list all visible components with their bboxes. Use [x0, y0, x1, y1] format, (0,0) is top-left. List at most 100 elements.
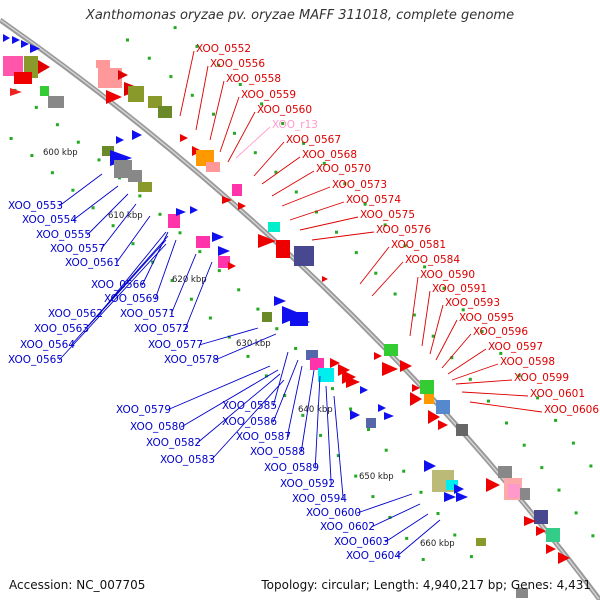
leader-line	[371, 503, 421, 528]
tick-mark	[371, 495, 375, 499]
gene-label: XOO_0567	[286, 134, 341, 146]
gene-label: XOO_0578	[164, 354, 219, 366]
gene-arrow	[132, 130, 142, 140]
tick-mark	[354, 474, 358, 478]
leader-line	[261, 156, 301, 185]
gene-label: XOO_r13	[272, 119, 318, 131]
tick-mark	[450, 356, 454, 360]
tick-mark	[190, 93, 194, 97]
gene-box	[476, 538, 486, 546]
gene-box	[546, 528, 560, 542]
gene-label: XOO_0560	[257, 104, 312, 116]
gene-label: XOO_0604	[346, 550, 401, 562]
gene-box	[534, 510, 548, 524]
tick-mark	[233, 131, 236, 135]
gene-arrow	[524, 516, 536, 526]
tick-mark	[170, 279, 174, 282]
gene-arrow	[118, 70, 128, 80]
tick-mark	[283, 394, 287, 397]
tick-mark	[589, 464, 593, 468]
tick-mark	[322, 161, 326, 165]
gene-label: XOO_0596	[473, 326, 528, 338]
gene-arrow	[116, 136, 124, 144]
gene-label: XOO_0576	[376, 224, 431, 236]
gene-arrow	[274, 296, 286, 306]
tick-mark	[442, 286, 446, 290]
tick-mark	[126, 38, 129, 42]
tick-mark	[178, 231, 182, 235]
tick-mark	[212, 112, 215, 116]
tick-mark	[384, 448, 388, 452]
leader-line	[272, 351, 289, 407]
gene-label: XOO_0557	[50, 243, 105, 255]
gene-arrow	[360, 386, 368, 394]
leader-line	[184, 261, 213, 330]
tick-mark	[469, 555, 473, 559]
gene-box	[138, 182, 152, 192]
gene-arrow	[3, 34, 10, 42]
gene-label: XOO_0593	[445, 297, 500, 309]
leader-line	[300, 369, 315, 453]
tick-mark	[431, 334, 435, 338]
leader-line	[451, 363, 499, 381]
tick-mark	[294, 190, 298, 194]
tick-mark	[405, 536, 409, 540]
tick-mark	[198, 250, 202, 254]
gene-label: XOO_0589	[264, 462, 319, 474]
tick-mark	[571, 441, 575, 445]
gene-box	[366, 418, 376, 428]
leader-line	[333, 395, 344, 500]
kbp-label: 620 kbp	[172, 275, 207, 285]
gene-arrow	[12, 36, 20, 44]
leader-line	[281, 186, 331, 207]
gene-label: XOO_0577	[148, 339, 203, 351]
leader-line	[167, 365, 271, 411]
gene-arrow	[228, 262, 236, 270]
tick-mark	[453, 533, 457, 537]
kbp-label: 600 kbp	[43, 148, 78, 158]
gene-label: XOO_0561	[65, 257, 120, 269]
kbp-label: 610 kbp	[108, 211, 143, 221]
gene-box	[48, 96, 64, 108]
tick-mark	[487, 399, 490, 403]
leader-line	[455, 379, 513, 385]
gene-box	[520, 488, 530, 500]
gene-box	[148, 96, 162, 108]
gene-box	[306, 350, 318, 360]
leader-line	[272, 359, 299, 423]
tick-mark	[591, 534, 595, 538]
gene-arrow	[558, 552, 570, 564]
leader-line	[371, 261, 404, 297]
leader-line	[359, 246, 390, 285]
gene-label: XOO_0558	[226, 73, 281, 85]
gene-label: XOO_0601	[530, 388, 585, 400]
tick-mark	[147, 56, 151, 60]
gene-arrow	[486, 478, 500, 492]
gene-arrow	[330, 358, 340, 368]
gene-box	[114, 160, 132, 178]
gene-label: XOO_0584	[405, 254, 460, 266]
tick-mark	[91, 206, 95, 210]
gene-label: XOO_0602	[320, 521, 375, 533]
tick-mark	[335, 230, 338, 234]
gene-arrow	[238, 202, 246, 210]
gene-arrow	[384, 412, 394, 420]
leader-line	[219, 96, 240, 153]
tick-mark	[195, 44, 199, 48]
gene-arrow	[180, 134, 188, 142]
tick-mark	[131, 242, 135, 246]
tick-mark	[468, 377, 472, 381]
gene-label: XOO_0598	[500, 356, 555, 368]
tick-mark	[419, 490, 423, 494]
tick-mark	[499, 351, 503, 355]
gene-arrow	[176, 208, 186, 216]
gene-label: XOO_0594	[292, 493, 347, 505]
tick-mark	[208, 316, 212, 320]
gene-label: XOO_0570	[316, 163, 371, 175]
tick-mark	[403, 244, 407, 248]
gene-label: XOO_0582	[146, 437, 201, 449]
gene-box	[294, 246, 314, 266]
gene-arrow	[454, 484, 464, 494]
gene-label: XOO_0592	[280, 478, 335, 490]
